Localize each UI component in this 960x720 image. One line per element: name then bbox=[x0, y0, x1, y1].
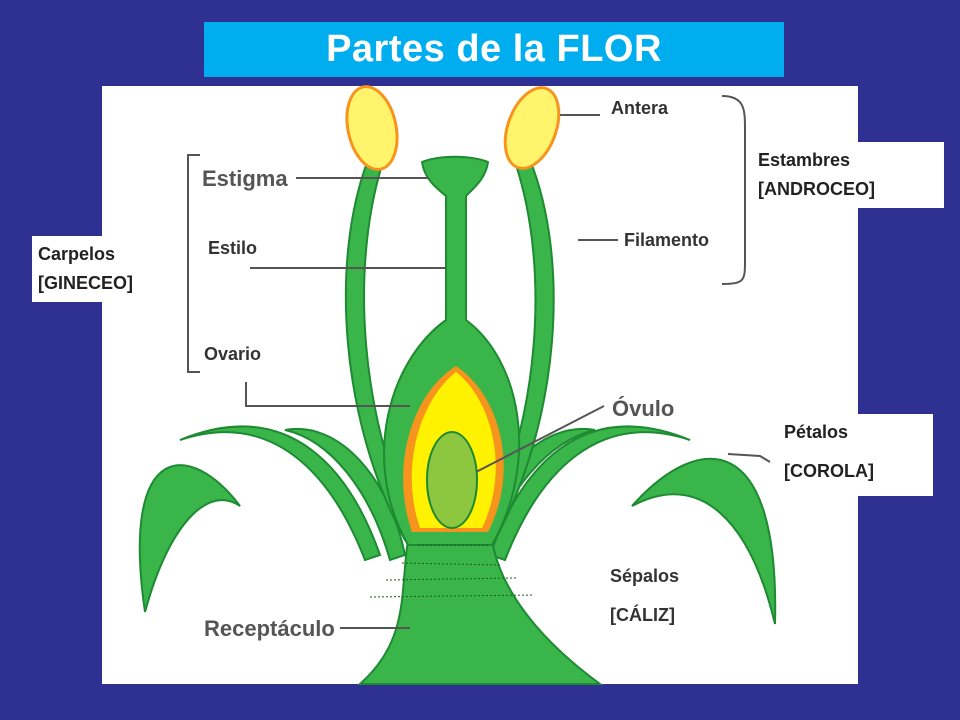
label-antera: Antera bbox=[611, 98, 669, 118]
sepal-left-inner bbox=[284, 427, 407, 562]
label-sepalos: Sépalos bbox=[610, 566, 680, 586]
bracket-gineceo bbox=[187, 154, 200, 373]
anther-left bbox=[345, 85, 399, 171]
label-estilo: Estilo bbox=[208, 238, 258, 258]
petal-left bbox=[138, 464, 241, 613]
label-receptaculo: Receptáculo bbox=[204, 616, 335, 641]
label-corola: [COROLA] bbox=[784, 461, 874, 481]
sepalos-group: Sépalos [CÁLIZ] bbox=[610, 562, 679, 630]
label-androceo: [ANDROCEO] bbox=[758, 179, 875, 199]
label-gineceo: [GINECEO] bbox=[38, 273, 134, 293]
label-estambres: Estambres bbox=[758, 150, 851, 170]
carpelos-box: Carpelos [GINECEO] bbox=[32, 236, 168, 302]
petalos-box: Pétalos [COROLA] bbox=[778, 414, 933, 496]
label-caliz: [CÁLIZ] bbox=[610, 605, 675, 625]
petal-right bbox=[631, 457, 777, 625]
label-estigma: Estigma bbox=[202, 166, 288, 191]
estambres-box: Estambres [ANDROCEO] bbox=[752, 142, 944, 208]
receptacle bbox=[357, 539, 604, 685]
label-ovario: Ovario bbox=[204, 344, 262, 364]
anther-right bbox=[503, 86, 561, 170]
receptacle-lines bbox=[369, 544, 535, 598]
page-title: Partes de la FLOR bbox=[326, 28, 662, 70]
bracket-androceo bbox=[721, 95, 746, 285]
label-ovulo: Óvulo bbox=[612, 396, 674, 421]
sepal-left-outer bbox=[179, 425, 382, 562]
ovule bbox=[426, 431, 478, 529]
label-filamento: Filamento bbox=[624, 230, 710, 250]
label-petalos: Pétalos bbox=[784, 422, 849, 442]
label-carpelos: Carpelos bbox=[38, 244, 116, 264]
title-bar: Partes de la FLOR bbox=[204, 22, 784, 77]
leader-lines bbox=[245, 114, 771, 629]
